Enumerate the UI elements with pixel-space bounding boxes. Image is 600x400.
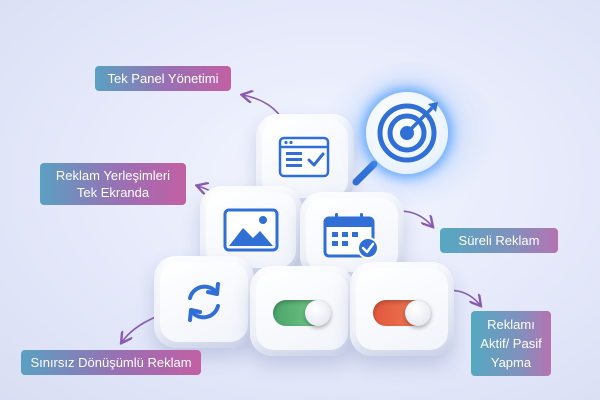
bullseye-icon <box>377 102 438 163</box>
middle-right-cube <box>300 192 404 278</box>
toggle-off-icon <box>373 300 431 326</box>
bottom-middle-cube <box>250 266 354 356</box>
toggle-on-icon <box>273 300 331 326</box>
label-sureli-reklam: Süreli Reklam <box>440 228 558 253</box>
label-aktif-pasif: Reklamı Aktif/ Pasif Yapma <box>471 311 551 376</box>
target-magnifier-icon <box>352 88 458 186</box>
image-picture-icon <box>223 208 279 252</box>
bottom-left-cube <box>154 256 254 348</box>
label-reklam-yerlesimleri: Reklam Yerleşimleri Tek Ekranda <box>40 163 186 205</box>
refresh-cycle-icon <box>188 282 220 322</box>
label-sinirsiz-donusumlu: Sınırsız Dönüşümlü Reklam <box>21 350 201 375</box>
magnifier-handle <box>352 160 378 186</box>
bottom-right-cube <box>350 262 454 356</box>
calendar-check-icon <box>323 213 379 259</box>
browser-window-checklist-icon <box>278 136 330 178</box>
label-tek-panel: Tek Panel Yönetimi <box>95 66 231 91</box>
top-cube <box>256 114 354 204</box>
